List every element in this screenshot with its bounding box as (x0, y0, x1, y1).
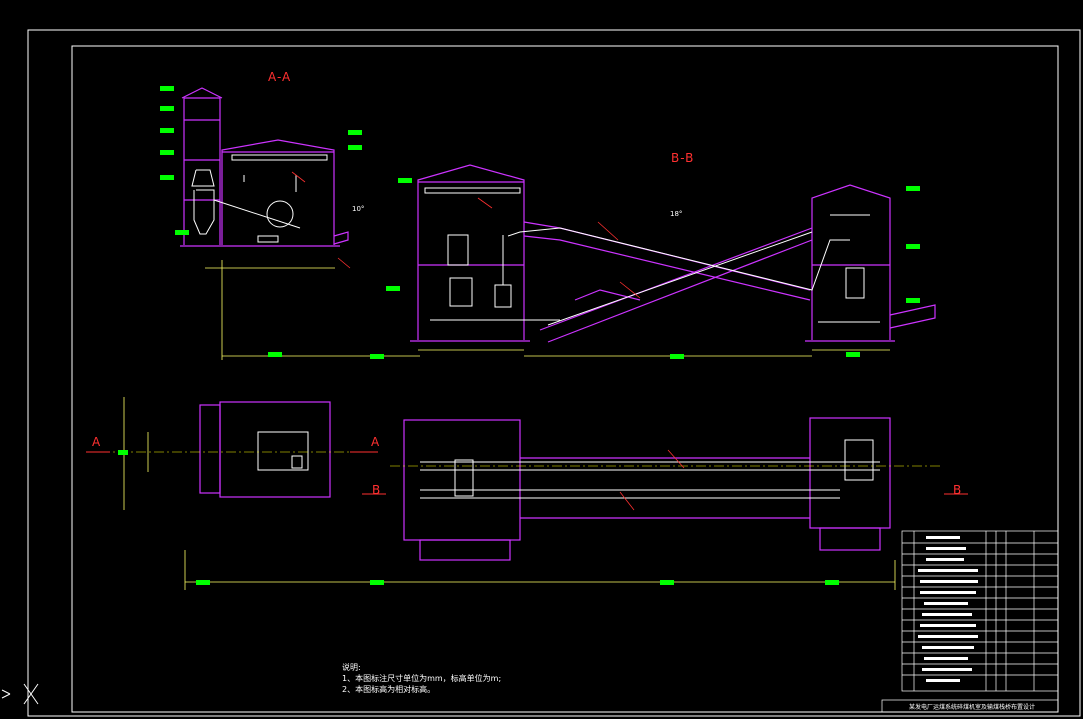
cut-mark-b-right: B (953, 483, 963, 497)
title-block (881, 530, 1059, 713)
angle-label-right: 18° (670, 210, 683, 218)
section-aa-title: A-A (268, 70, 292, 84)
elevation-tags (118, 86, 920, 585)
plan-view (86, 397, 968, 590)
leader-lines (291, 171, 685, 511)
notes-heading: 说明: (342, 663, 361, 672)
section-bb-title: B-B (671, 151, 695, 165)
crosshair-cursor-icon (1, 683, 39, 705)
drawing-title: 某发电厂运煤系统碎煤机室及输煤栈桥布置设计 (908, 704, 1035, 711)
drawing-notes: 说明: 1、本图标注尺寸单位为mm，标高单位为m; 2、本图标高为相对标高。 (342, 662, 501, 695)
section-bb-elevation (410, 164, 936, 357)
angle-label-left: 10° (352, 205, 365, 213)
title-block-rows (918, 536, 978, 682)
notes-line-2: 2、本图标高为相对标高。 (342, 685, 436, 694)
cut-mark-a-right: A (371, 435, 381, 449)
section-aa-elevation (180, 87, 420, 360)
cut-mark-b-left: B (372, 483, 382, 497)
notes-line-1: 1、本图标注尺寸单位为mm，标高单位为m; (342, 674, 502, 683)
drawing-frame (27, 29, 1081, 717)
cut-mark-a-left: A (92, 435, 102, 449)
